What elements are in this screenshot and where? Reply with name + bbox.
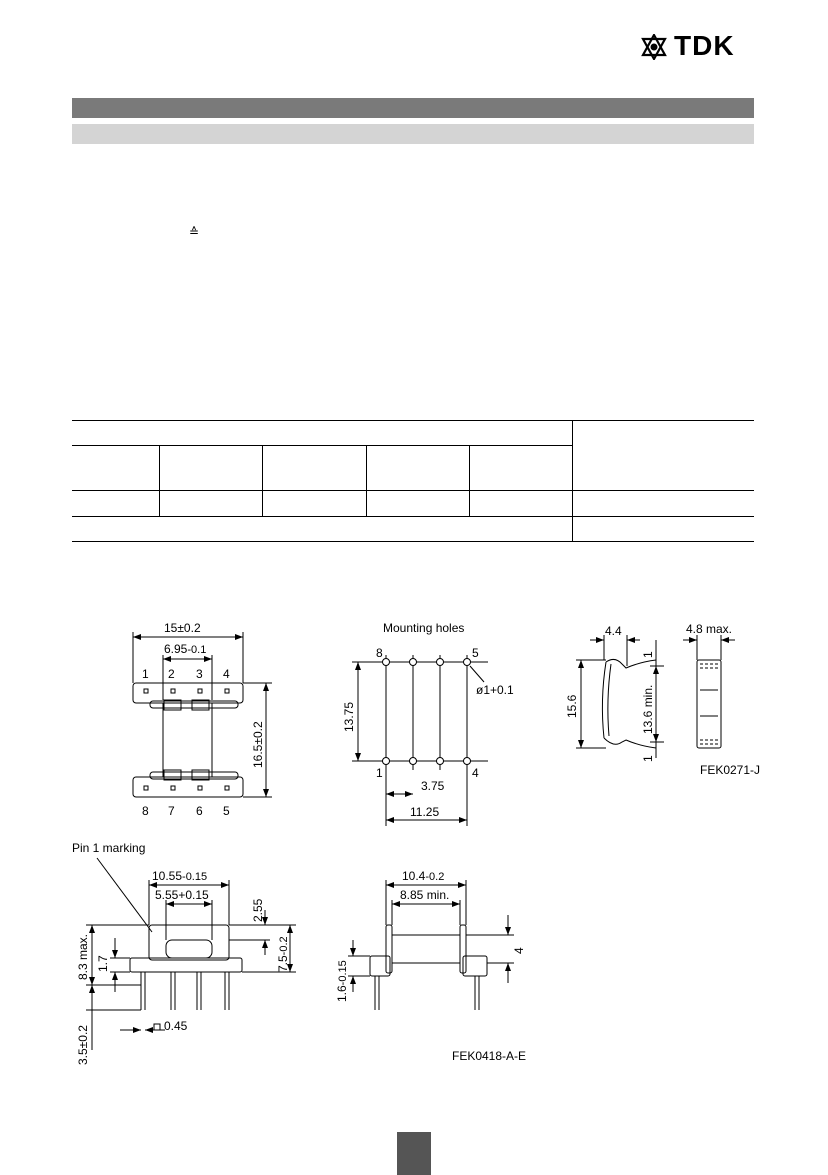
clip-inner: 13.6 min. <box>641 685 655 734</box>
hole-label-8: 8 <box>376 646 383 660</box>
technical-drawing: 15±0.2 6.95-0.1 1 2 3 4 8 7 6 5 16.5±0.2… <box>72 621 760 1065</box>
pin-label: 2 <box>168 667 175 681</box>
mounting-holes-drawing <box>352 655 488 826</box>
clip-end-bottom: 1 <box>641 755 655 762</box>
dim-inner-width: 5.55+0.15 <box>155 888 209 902</box>
table-col-divider <box>572 420 573 542</box>
pin-label: 4 <box>223 667 230 681</box>
side-view-drawing <box>86 857 296 1050</box>
drawing-ref: FEK0271-J <box>700 763 760 777</box>
dim-width: 15±0.2 <box>164 621 201 635</box>
dim-overall-width: 10.55-0.15 <box>152 869 207 883</box>
dim-height: 16.5±0.2 <box>251 721 265 768</box>
table-col-divider <box>366 445 367 516</box>
hole-label-4: 4 <box>472 766 479 780</box>
subtitle-bar <box>72 124 754 144</box>
table-rule-top <box>72 420 754 421</box>
dim-row-spacing: 13.75 <box>342 702 356 732</box>
clip-width: 4.4 <box>605 624 622 638</box>
dim-inner: 8.85 min. <box>400 888 449 902</box>
table-col-divider <box>469 445 470 516</box>
clip-end-top: 1 <box>641 651 655 658</box>
title-bar <box>72 98 754 118</box>
hole-label-5: 5 <box>472 646 479 660</box>
dim-pin-length: 3.5±0.2 <box>76 1025 90 1065</box>
table-rule-header <box>72 490 754 491</box>
specification-table <box>72 420 754 542</box>
pin-label: 1 <box>142 667 149 681</box>
table-col-divider <box>262 445 263 516</box>
pin-label: 5 <box>223 804 230 818</box>
dim-top-step: 2.55 <box>251 898 265 922</box>
pin1-marking-label: Pin 1 marking <box>72 841 145 855</box>
page-tab <box>397 1132 431 1175</box>
pin-label: 8 <box>142 804 149 818</box>
dim-depth: 4 <box>512 947 526 954</box>
clip-height: 15.6 <box>565 694 579 718</box>
table-rule-group <box>72 445 572 446</box>
hole-label-1: 1 <box>376 766 383 780</box>
dim-span: 11.25 <box>410 805 439 819</box>
top-view-drawing <box>132 632 272 798</box>
dim-pitch: 3.75 <box>421 779 445 793</box>
pin-label: 7 <box>168 804 175 818</box>
pin-label: 3 <box>196 667 203 681</box>
dim-pitch-span: 6.95-0.1 <box>164 642 206 656</box>
dim-length: 10.4-0.2 <box>402 869 444 883</box>
dim-pin-offset: 1.6-0.15 <box>335 960 349 1002</box>
dim-flange: 1.7 <box>96 955 110 972</box>
brand-name: TDK <box>674 30 735 61</box>
pin-label: 6 <box>196 804 203 818</box>
clip-thickness: 4.8 max. <box>686 622 732 636</box>
table-col-divider <box>159 445 160 516</box>
dim-max-height: 8.3 max. <box>76 934 90 980</box>
hole-diameter: ø1+0.1 <box>476 683 514 697</box>
table-rule-bottom <box>72 541 754 542</box>
dim-body-height: 7.5-0.2 <box>276 936 290 972</box>
dim-pin-square: 0.45 <box>164 1019 188 1033</box>
table-rule-row <box>72 516 754 517</box>
end-view-drawing <box>348 880 514 1010</box>
corresponds-symbol: ≙ <box>189 225 200 239</box>
tdk-logo-icon <box>641 34 667 60</box>
clip-drawing <box>576 635 735 758</box>
drawing-ref: FEK0418-A-E <box>452 1049 526 1063</box>
mounting-holes-title: Mounting holes <box>383 621 464 635</box>
